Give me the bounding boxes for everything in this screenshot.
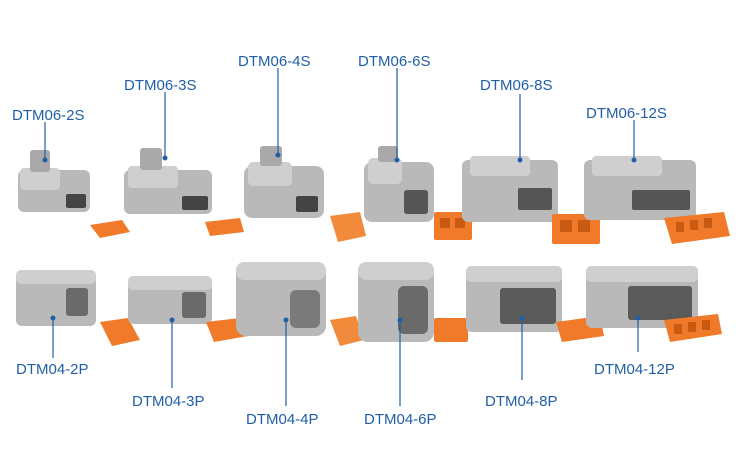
dtm06-8s-label: DTM06-8S [480,77,553,94]
dtm04-12p-plug [586,266,722,342]
dtm04-3p-label: DTM04-3P [132,393,205,410]
dtm06-8s-receptacle [462,156,600,244]
dtm04-6p-wedge [434,318,468,342]
dtm04-3p-plug [128,276,248,342]
dtm06-4s-label: DTM06-4S [238,53,311,70]
dtm06-3s-receptacle [124,148,244,236]
dtm06-4s-receptacle [244,146,366,242]
dtm04-2p-wedge [100,318,140,346]
dtm04-2p-plug [16,270,140,346]
dtm04-2p-label: DTM04-2P [16,361,89,378]
dtm04-6p-plug [358,262,468,342]
dtm06-4s-wedge [330,212,366,242]
dtm04-4p-plug [236,262,364,346]
dtm04-4p-wedge [330,316,364,346]
dtm04-6p-label: DTM04-6P [364,411,437,428]
dtm04-4p-label: DTM04-4P [246,411,319,428]
dtm06-12s-receptacle [584,156,730,244]
dtm04-8p-label: DTM04-8P [485,393,558,410]
dtm04-8p-plug [466,266,604,342]
dtm04-12p-label: DTM04-12P [594,361,675,378]
dtm06-12s-label: DTM06-12S [586,105,667,122]
dtm06-2s-receptacle [18,150,130,238]
dtm06-3s-wedge [205,218,244,236]
dtm06-3s-label: DTM06-3S [124,77,197,94]
dtm06-2s-label: DTM06-2S [12,107,85,124]
dtm06-2s-wedge [90,220,130,238]
dtm06-6s-label: DTM06-6S [358,53,431,70]
dtm06-6s-receptacle [364,146,472,240]
